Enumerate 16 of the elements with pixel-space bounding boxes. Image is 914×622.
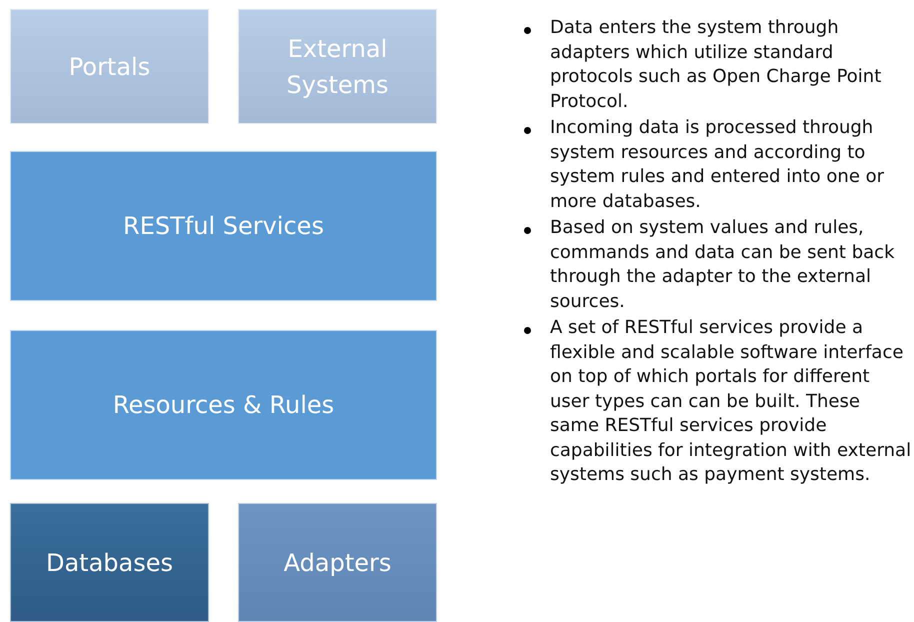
bullet-text: A set of RESTful services provide a flexible and scalable software interface on top of which portals for different user types can can be built. These same RESTful services provide capabilities for integration with external systems such as payment systems. [550,316,912,487]
block-label: Databases [44,548,174,578]
layer-block [10,151,437,301]
layer-block [10,330,437,480]
block-label: Portals [68,52,152,82]
block-label: Resources & Rules [112,390,336,421]
layer-block [10,503,209,622]
layer-block [238,503,437,622]
block-label: External Systems [286,34,390,100]
block-label: RESTful Services [122,211,325,242]
bullet-text: Based on system values and rules, commands and data can be sent back through the adapter to the external sources. [550,216,896,314]
bullet-text: Incoming data is processed through system resources and according to system rules and entered into one or more databases. [550,116,886,214]
block-label: Adapters [282,548,392,578]
layer-block [10,9,209,124]
bullet-text: Data enters the system through adapters which utilize standard protocols such as Open Charge Point Protocol. [550,16,882,114]
layer-block [238,9,437,124]
